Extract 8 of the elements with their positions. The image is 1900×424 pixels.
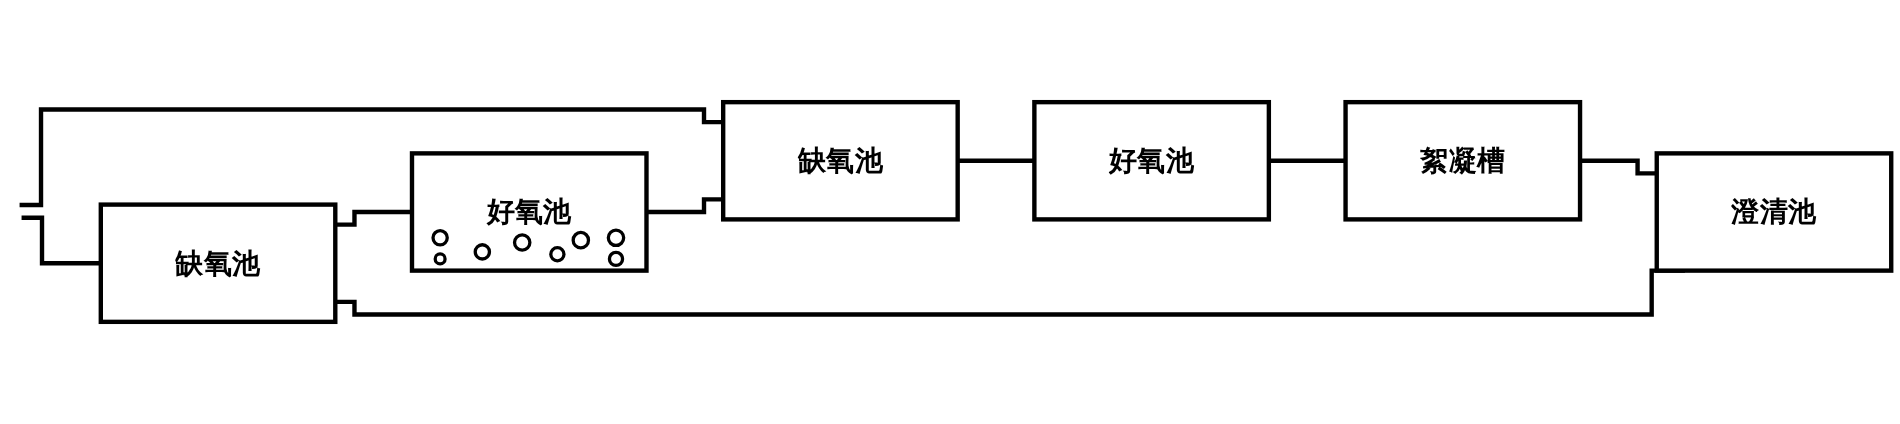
node-box: 缺氧池 [98,202,338,325]
node-box: 好氧池 [409,151,649,273]
connector [21,215,101,266]
node-box: 澄清池 [1654,151,1894,273]
node-box: 絮凝槽 [1343,99,1583,222]
node-box: 好氧池 [1032,99,1272,222]
node-box: 缺氧池 [721,99,960,222]
connector [1580,158,1657,176]
